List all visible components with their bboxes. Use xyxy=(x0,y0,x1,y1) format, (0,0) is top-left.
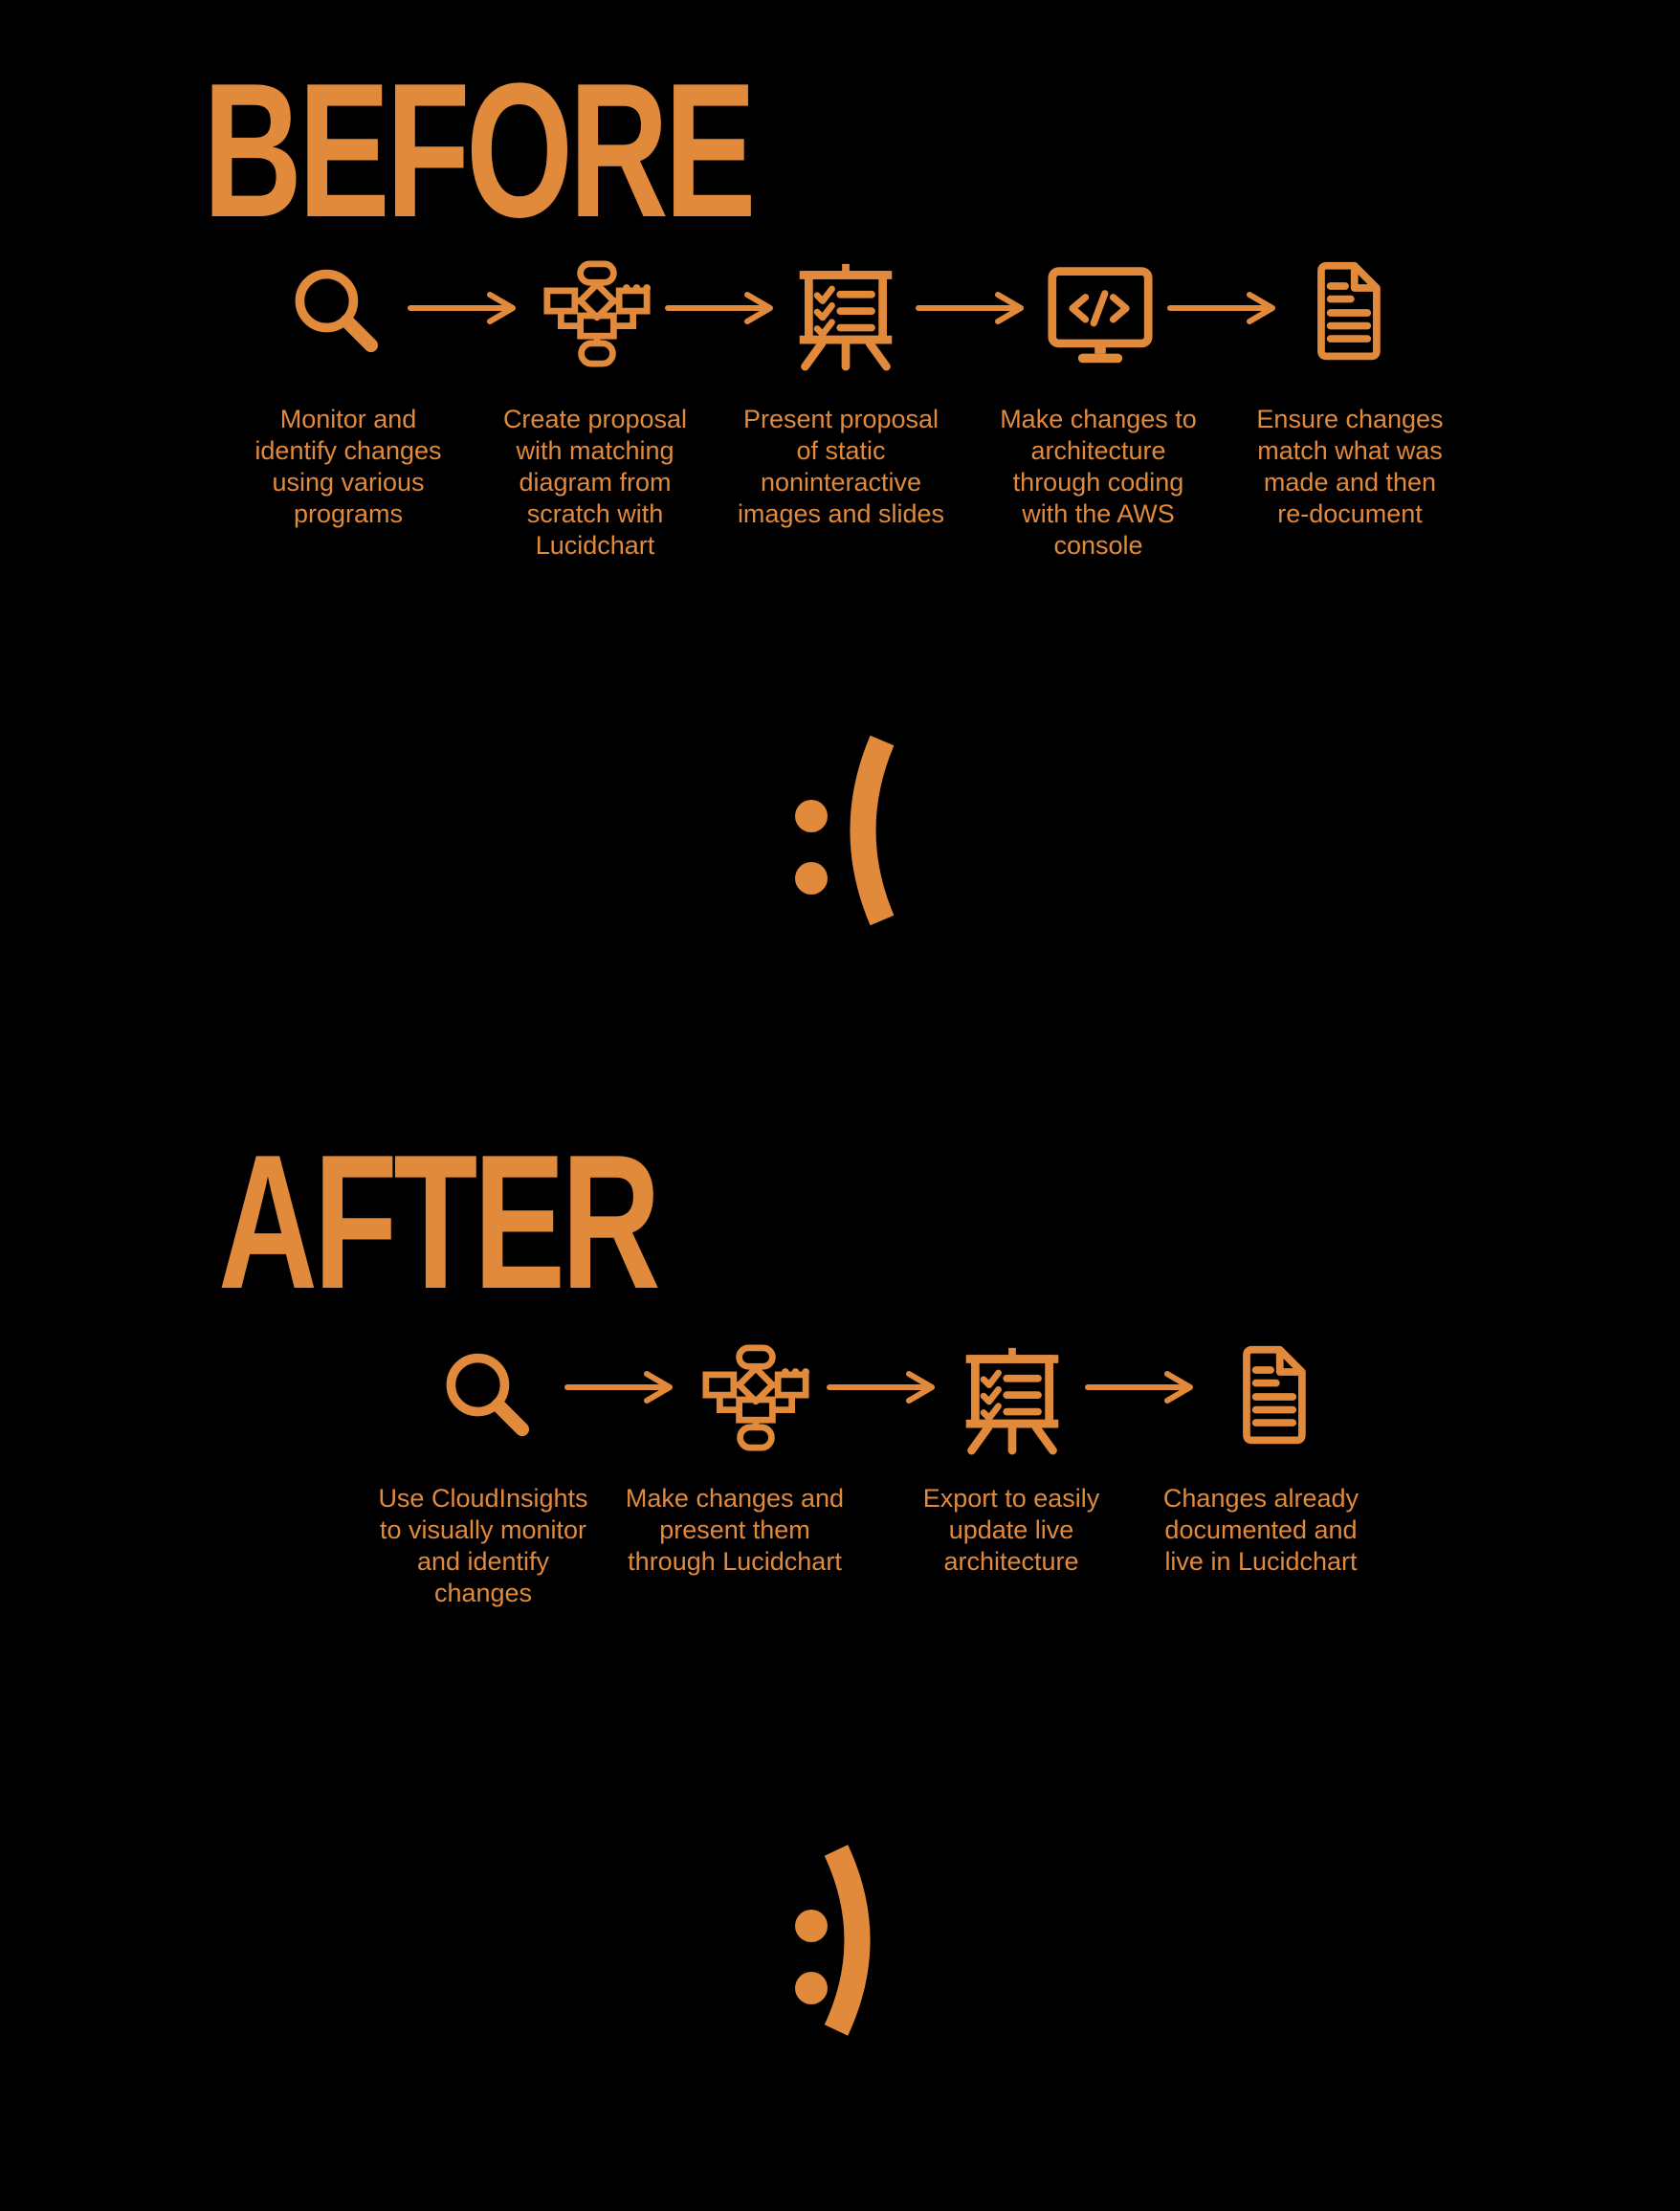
step-caption: Create proposal with matching diagram fr… xyxy=(502,405,688,560)
happy-face-emoticon xyxy=(783,1845,907,2036)
arrow-right-icon xyxy=(408,291,522,325)
step-caption: Changes already documented and live in L… xyxy=(1162,1484,1359,1576)
code-monitor-icon xyxy=(1047,262,1154,369)
document-icon xyxy=(1219,1344,1326,1451)
step-caption: Present proposal of static noninteractiv… xyxy=(737,405,945,528)
flowchart-diagram-icon xyxy=(543,260,651,367)
document-icon xyxy=(1293,260,1401,367)
step-caption: Make changes to architecture through cod… xyxy=(1000,405,1197,560)
magnifying-glass-icon xyxy=(435,1346,542,1453)
magnifying-glass-icon xyxy=(284,262,391,369)
arrow-right-icon xyxy=(916,291,1030,325)
before-title: BEFORE xyxy=(203,44,756,257)
sad-face-emoticon xyxy=(783,735,907,926)
step-caption: Export to easily update live architectur… xyxy=(922,1484,1100,1576)
after-title: AFTER xyxy=(218,1116,661,1329)
arrow-right-icon xyxy=(665,291,780,325)
arrow-right-icon xyxy=(827,1370,941,1404)
flowchart-diagram-icon xyxy=(702,1344,809,1451)
presentation-easel-icon xyxy=(792,260,899,367)
step-caption: Use CloudInsights to visually monitor an… xyxy=(378,1484,588,1607)
presentation-easel-icon xyxy=(959,1344,1066,1451)
step-caption: Ensure changes match what was made and t… xyxy=(1256,405,1444,528)
arrow-right-icon xyxy=(1167,291,1282,325)
arrow-right-icon xyxy=(1085,1370,1200,1404)
arrow-right-icon xyxy=(564,1370,679,1404)
step-caption: Make changes and present them through Lu… xyxy=(625,1484,845,1576)
step-caption: Monitor and identify changes using vario… xyxy=(254,405,442,528)
